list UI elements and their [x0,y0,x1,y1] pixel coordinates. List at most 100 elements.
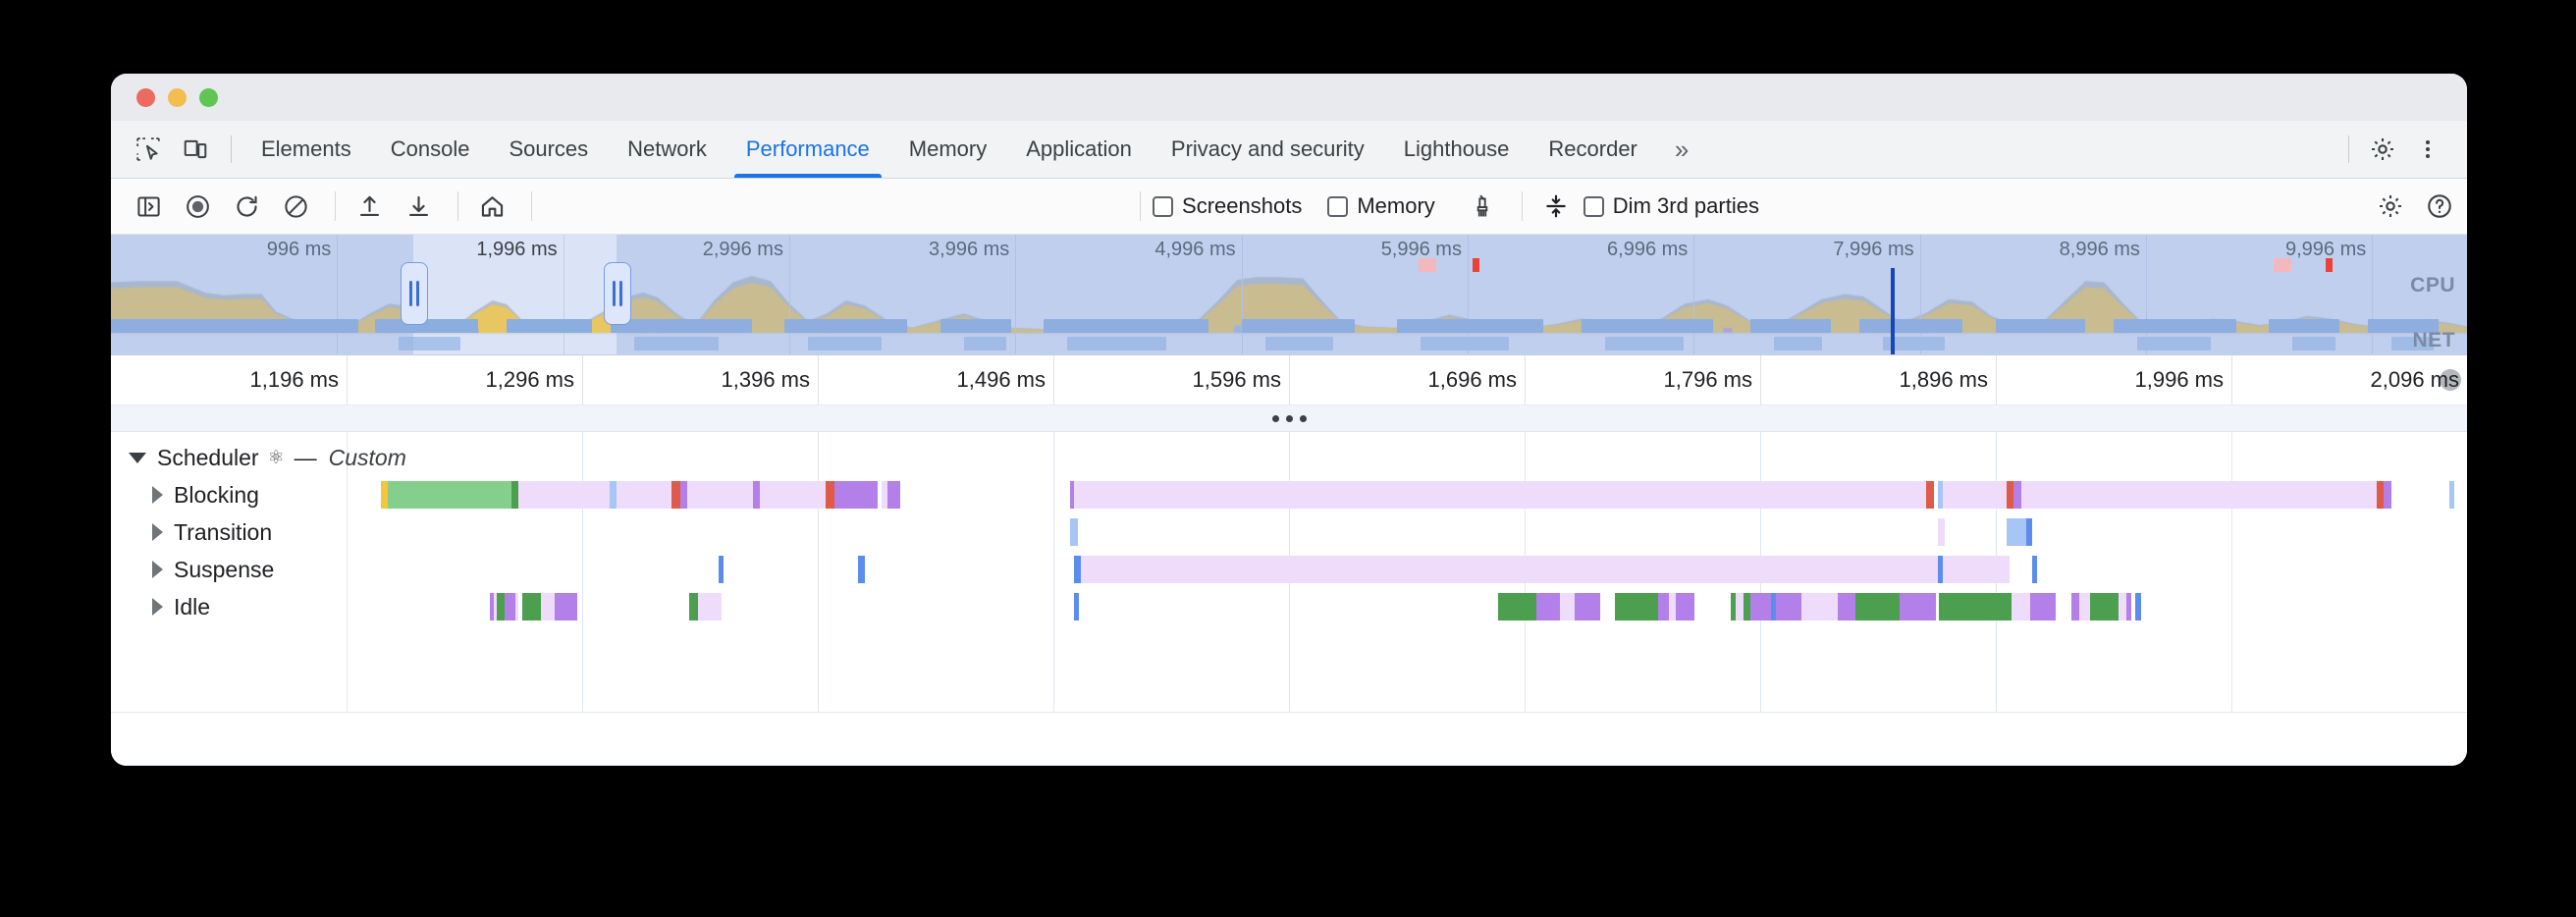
flame-bar[interactable] [617,481,671,509]
chevron-right-icon[interactable] [152,523,163,541]
flame-bar[interactable] [1615,593,1658,620]
close-window-button[interactable] [136,88,155,107]
flame-bar[interactable] [2032,556,2038,583]
tab-memory[interactable]: Memory [889,121,1006,178]
flame-bar[interactable] [2384,481,2390,509]
track-label-scheduler[interactable]: Scheduler ⚛ — Custom [111,438,406,477]
flame-bar[interactable] [1074,556,1081,583]
flame-bar[interactable] [555,593,576,620]
flame-bar[interactable] [2126,593,2132,620]
tab-application[interactable]: Application [1006,121,1152,178]
collect-garbage-icon[interactable] [1461,185,1504,228]
flame-bar[interactable] [1750,593,1770,620]
flame-bar[interactable] [388,481,511,509]
help-icon[interactable] [2418,185,2461,228]
flame-bar[interactable] [1801,593,1838,620]
save-profile-icon[interactable] [397,185,440,228]
flame-lane-transition[interactable] [381,512,2467,552]
flame-bar[interactable] [1074,593,1080,620]
selection-handle-right[interactable] [604,262,631,325]
flame-lane-blocking[interactable] [381,475,2467,514]
selection-handle-left[interactable] [401,262,428,325]
dim-3rd-parties-checkbox[interactable]: Dim 3rd parties [1583,193,1759,219]
flame-bar[interactable] [1943,481,2007,509]
flame-bar[interactable] [2090,593,2120,620]
zoom-window-button[interactable] [199,88,218,107]
tab-performance[interactable]: Performance [726,121,889,178]
flame-bar[interactable] [698,593,722,620]
chevron-right-icon[interactable] [152,561,163,578]
memory-checkbox[interactable]: Memory [1327,193,1434,219]
toggle-sidebar-icon[interactable] [127,185,170,228]
flame-bar[interactable] [719,556,724,583]
flame-bar[interactable] [1070,518,1077,546]
home-icon[interactable] [470,185,513,228]
flame-bar[interactable] [689,593,698,620]
clear-icon[interactable] [274,185,317,228]
record-icon[interactable] [176,185,219,228]
flame-bar[interactable] [2119,593,2125,620]
tab-sources[interactable]: Sources [489,121,608,178]
flame-bar[interactable] [1943,556,1947,583]
more-tabs-icon[interactable]: » [1657,121,1706,178]
flame-bar[interactable] [1676,593,1693,620]
chevron-right-icon[interactable] [152,598,163,616]
flame-bar[interactable] [2071,593,2078,620]
track-label-idle[interactable]: Idle [111,587,210,626]
collapse-tracks-icon[interactable] [1534,185,1578,228]
capture-settings-icon[interactable] [2369,185,2412,228]
flame-bar[interactable] [687,481,753,509]
flame-bar[interactable] [1081,556,2010,583]
flame-bar[interactable] [518,481,609,509]
flame-chart-tracks[interactable]: Scheduler ⚛ — Custom Blocking Transition… [111,432,2467,766]
flame-bar[interactable] [610,481,617,509]
flame-bar[interactable] [2079,593,2090,620]
reload-and-record-icon[interactable] [225,185,268,228]
flame-bar[interactable] [1900,593,1929,620]
flame-bar[interactable] [671,481,680,509]
screenshots-checkbox[interactable]: Screenshots [1153,193,1302,219]
flame-lane-suspense[interactable] [381,550,2467,589]
flame-bar[interactable] [1560,593,1575,620]
flame-bar[interactable] [887,481,900,509]
flame-bar[interactable] [1928,593,1935,620]
chevron-right-icon[interactable] [152,486,163,504]
flame-bar[interactable] [381,481,388,509]
settings-gear-icon[interactable] [2361,128,2404,171]
flame-bar[interactable] [840,481,879,509]
timeline-overview[interactable]: 996 ms1,996 ms2,996 ms3,996 ms4,996 ms5,… [111,235,2467,354]
flame-bar[interactable] [1926,481,1933,509]
flame-bar[interactable] [1575,593,1600,620]
minimize-window-button[interactable] [168,88,187,107]
flame-bar[interactable] [1736,593,1743,620]
flame-lane-idle[interactable] [381,587,2467,626]
track-label-blocking[interactable]: Blocking [111,475,259,514]
screenshots-checkbox-box[interactable] [1153,196,1173,217]
flame-bar[interactable] [1074,481,1927,509]
flame-bar[interactable] [1658,593,1669,620]
flame-bar[interactable] [541,593,556,620]
flame-bar[interactable] [760,481,826,509]
inspect-element-icon[interactable] [127,128,170,171]
flame-bar[interactable] [511,481,518,509]
flame-bar[interactable] [1838,593,1855,620]
tab-console[interactable]: Console [371,121,490,178]
dim-3rd-parties-checkbox-box[interactable] [1583,196,1604,217]
load-profile-icon[interactable] [348,185,391,228]
flame-bar[interactable] [2030,593,2056,620]
flame-bar[interactable] [1744,593,1750,620]
flame-bar[interactable] [2007,481,2013,509]
flame-bar[interactable] [2026,518,2032,546]
flame-bar[interactable] [1939,593,2012,620]
flame-bar[interactable] [1536,593,1560,620]
flame-bar[interactable] [2449,481,2455,509]
tab-lighthouse[interactable]: Lighthouse [1384,121,1530,178]
device-toolbar-icon[interactable] [174,128,217,171]
flame-bar[interactable] [858,556,865,583]
track-label-suspense[interactable]: Suspense [111,550,274,589]
flame-bar[interactable] [680,481,687,509]
flame-bar[interactable] [1776,593,1801,620]
flame-bar[interactable] [2012,593,2029,620]
tab-elements[interactable]: Elements [242,121,371,178]
flame-bar[interactable] [505,593,515,620]
